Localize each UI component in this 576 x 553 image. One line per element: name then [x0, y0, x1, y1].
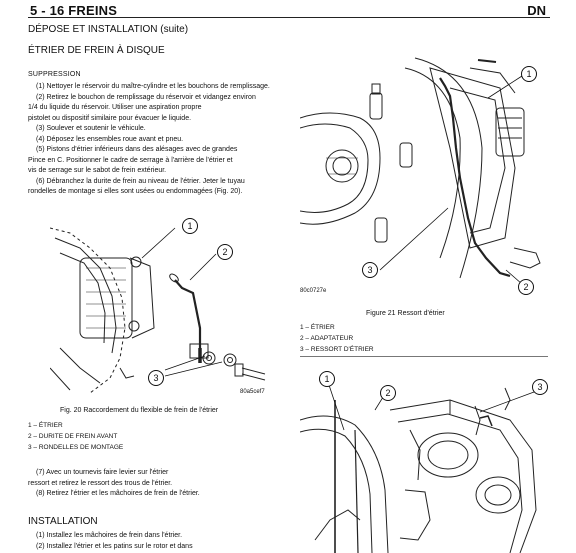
figure-20-code: 80a5cef7	[240, 389, 265, 395]
header-rule	[28, 17, 550, 18]
step-line: (1) Installez les mâchoires de frein dan…	[36, 532, 183, 539]
callout-3: 3	[153, 373, 158, 383]
removal-heading: SUPPRESSION	[28, 71, 81, 78]
figure-separator	[300, 356, 548, 357]
callout-2: 2	[523, 282, 528, 292]
callout-1: 1	[324, 374, 329, 384]
figure-21-legend: 1 – ÉTRIER 2 – ADAPTATEUR 3 – RESSORT D'…	[300, 322, 374, 355]
step-line: (2) Retirez le bouchon de remplissage du…	[36, 93, 256, 101]
removal-steps: (1) Nettoyer le réservoir du maître-cyli…	[28, 82, 290, 198]
step-line: (7) Avec un tournevis faire levier sur l…	[36, 469, 169, 476]
step-line: (1) Nettoyer le réservoir du maître-cyli…	[36, 83, 270, 90]
step-line: (6) Débranchez la durite de frein au niv…	[36, 177, 245, 185]
legend-item: 2 – DURITE DE FREIN AVANT	[28, 433, 118, 440]
figure-20-legend: 1 – ÉTRIER 2 – DURITE DE FREIN AVANT 3 –…	[28, 420, 123, 453]
figure-21-code: 80c0727e	[300, 288, 327, 294]
figure-21-caption: Figure 21 Ressort d'étrier	[366, 310, 445, 317]
step-line: rondelles de montage si elles sont usées…	[28, 188, 243, 195]
step-line: (8) Retirez l'étrier et les mâchoires de…	[36, 490, 200, 497]
step-line: (3) Soulever et soutenir le véhicule.	[36, 125, 146, 132]
section-subtitle: ÉTRIER DE FREIN À DISQUE	[28, 45, 165, 56]
installation-steps: (1) Installez les mâchoires de frein dan…	[28, 530, 193, 552]
legend-item: 3 – RESSORT D'ÉTRIER	[300, 346, 374, 353]
legend-item: 1 – ÉTRIER	[28, 422, 63, 429]
callout-1: 1	[187, 221, 192, 231]
legend-item: 3 – RONDELLES DE MONTAGE	[28, 444, 124, 451]
page-section-header: 5 - 16 FREINS	[30, 3, 118, 18]
callout-1: 1	[526, 69, 531, 79]
installation-heading: INSTALLATION	[28, 516, 98, 527]
step-line: pistolet ou dispositif similaire pour év…	[28, 114, 192, 122]
step-line: 1/4 du liquide du réservoir. Utiliser un…	[28, 104, 202, 111]
legend-item: 2 – ADAPTATEUR	[300, 335, 354, 342]
figure-20-caption: Fig. 20 Raccordement du flexible de frei…	[60, 407, 219, 414]
step-line: ressort et retirez le ressort des trous …	[28, 479, 173, 487]
step-line: (4) Déposez les ensembles roue avant et …	[36, 135, 184, 143]
section-title: DÉPOSE ET INSTALLATION (suite)	[28, 24, 189, 35]
callout-2: 2	[385, 388, 390, 398]
figure-21-caliper-spring-illustration: 1 2 3	[300, 57, 541, 295]
step-line: (5) Pistons d'étrier inférieurs dans des…	[36, 146, 238, 153]
model-code: DN	[527, 3, 546, 18]
step-line: vis de serrage sur le sabot de frein ext…	[28, 167, 167, 174]
callout-2: 2	[222, 247, 227, 257]
step-line: Pince en C. Positionner le cadre de serr…	[28, 156, 233, 164]
callout-3: 3	[537, 382, 542, 392]
removal-steps-continued: (7) Avec un tournevis faire levier sur l…	[28, 468, 290, 500]
callout-3: 3	[367, 265, 372, 275]
figure-20-hose-connection-illustration: 1 2 3	[50, 218, 266, 394]
step-line: (2) Installez l'étrier et les patins sur…	[36, 543, 193, 550]
figure-22-caliper-installation-illustration: 1 2 3	[300, 371, 548, 553]
legend-item: 1 – ÉTRIER	[300, 324, 335, 331]
